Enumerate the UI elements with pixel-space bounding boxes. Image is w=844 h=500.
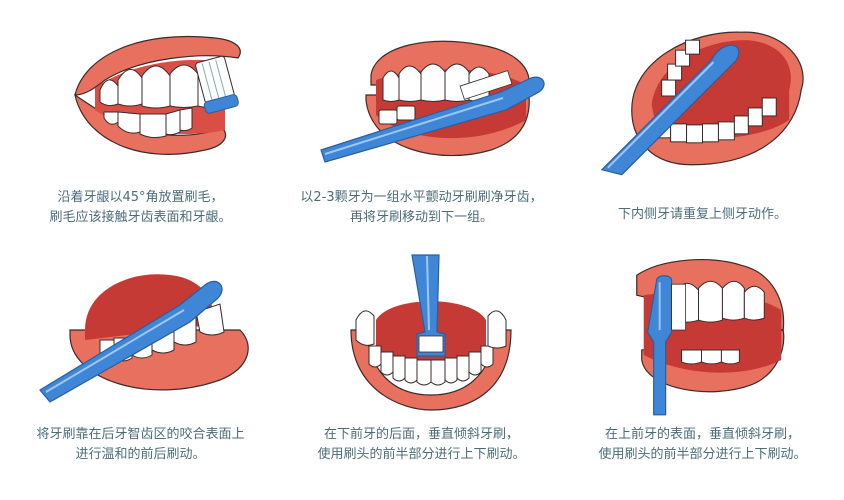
step-5-illustration [350, 254, 512, 411]
step-2-caption-line-2: 再将牙刷移动到下一组。 [349, 210, 493, 225]
step-5-panel: 在下前牙的后面，垂直倾斜牙刷， 使用刷头的前半部分进行上下刷动。 [281, 250, 562, 500]
step-5-caption: 在下前牙的后面，垂直倾斜牙刷， 使用刷头的前半部分进行上下刷动。 [281, 425, 562, 465]
step-1-caption-line-1: 沿着牙龈以45°角放置刷毛， [57, 190, 224, 205]
step-6-illustration [636, 258, 785, 416]
step-1-illustration [74, 35, 241, 155]
step-3-illustration [600, 31, 804, 176]
step-4-caption-line-2: 进行温和的前后刷动。 [75, 447, 206, 462]
step-4-caption: 将牙刷靠在后牙智齿区的咬合表面上 进行温和的前后刷动。 [0, 425, 281, 465]
step-6-caption-line-2: 使用刷头的前半部分进行上下刷动。 [598, 447, 807, 462]
step-5-caption-line-2: 使用刷头的前半部分进行上下刷动。 [317, 447, 526, 462]
step-4-illustration [39, 274, 249, 403]
step-2-caption-line-1: 以2-3颗牙为一组水平颤动牙刷刷净牙齿， [300, 190, 543, 205]
step-3-panel: 下内侧牙请重复上侧牙动作。 [562, 0, 843, 250]
step-6-caption: 在上前牙的表面，垂直倾斜牙刷， 使用刷头的前半部分进行上下刷动。 [562, 425, 843, 465]
step-3-caption: 下内侧牙请重复上侧牙动作。 [562, 205, 843, 225]
step-3-caption-line-1: 下内侧牙请重复上侧牙动作。 [617, 207, 787, 222]
step-2-panel: 以2-3颗牙为一组水平颤动牙刷刷净牙齿， 再将牙刷移动到下一组。 [281, 0, 562, 250]
step-1-panel: 沿着牙龈以45°角放置刷毛， 刷毛应该接触牙齿表面和牙龈。 [0, 0, 281, 250]
step-5-caption-line-1: 在下前牙的后面，垂直倾斜牙刷， [323, 427, 519, 442]
step-1-caption: 沿着牙龈以45°角放置刷毛， 刷毛应该接触牙齿表面和牙龈。 [0, 188, 281, 228]
step-4-panel: 将牙刷靠在后牙智齿区的咬合表面上 进行温和的前后刷动。 [0, 250, 281, 500]
step-4-caption-line-1: 将牙刷靠在后牙智齿区的咬合表面上 [36, 427, 245, 442]
step-1-caption-line-2: 刷毛应该接触牙齿表面和牙龈。 [49, 210, 232, 225]
step-2-caption: 以2-3颗牙为一组水平颤动牙刷刷净牙齿， 再将牙刷移动到下一组。 [281, 188, 562, 228]
step-6-panel: 在上前牙的表面，垂直倾斜牙刷， 使用刷头的前半部分进行上下刷动。 [562, 250, 843, 500]
step-6-caption-line-1: 在上前牙的表面，垂直倾斜牙刷， [604, 427, 800, 442]
step-2-illustration [320, 40, 545, 163]
